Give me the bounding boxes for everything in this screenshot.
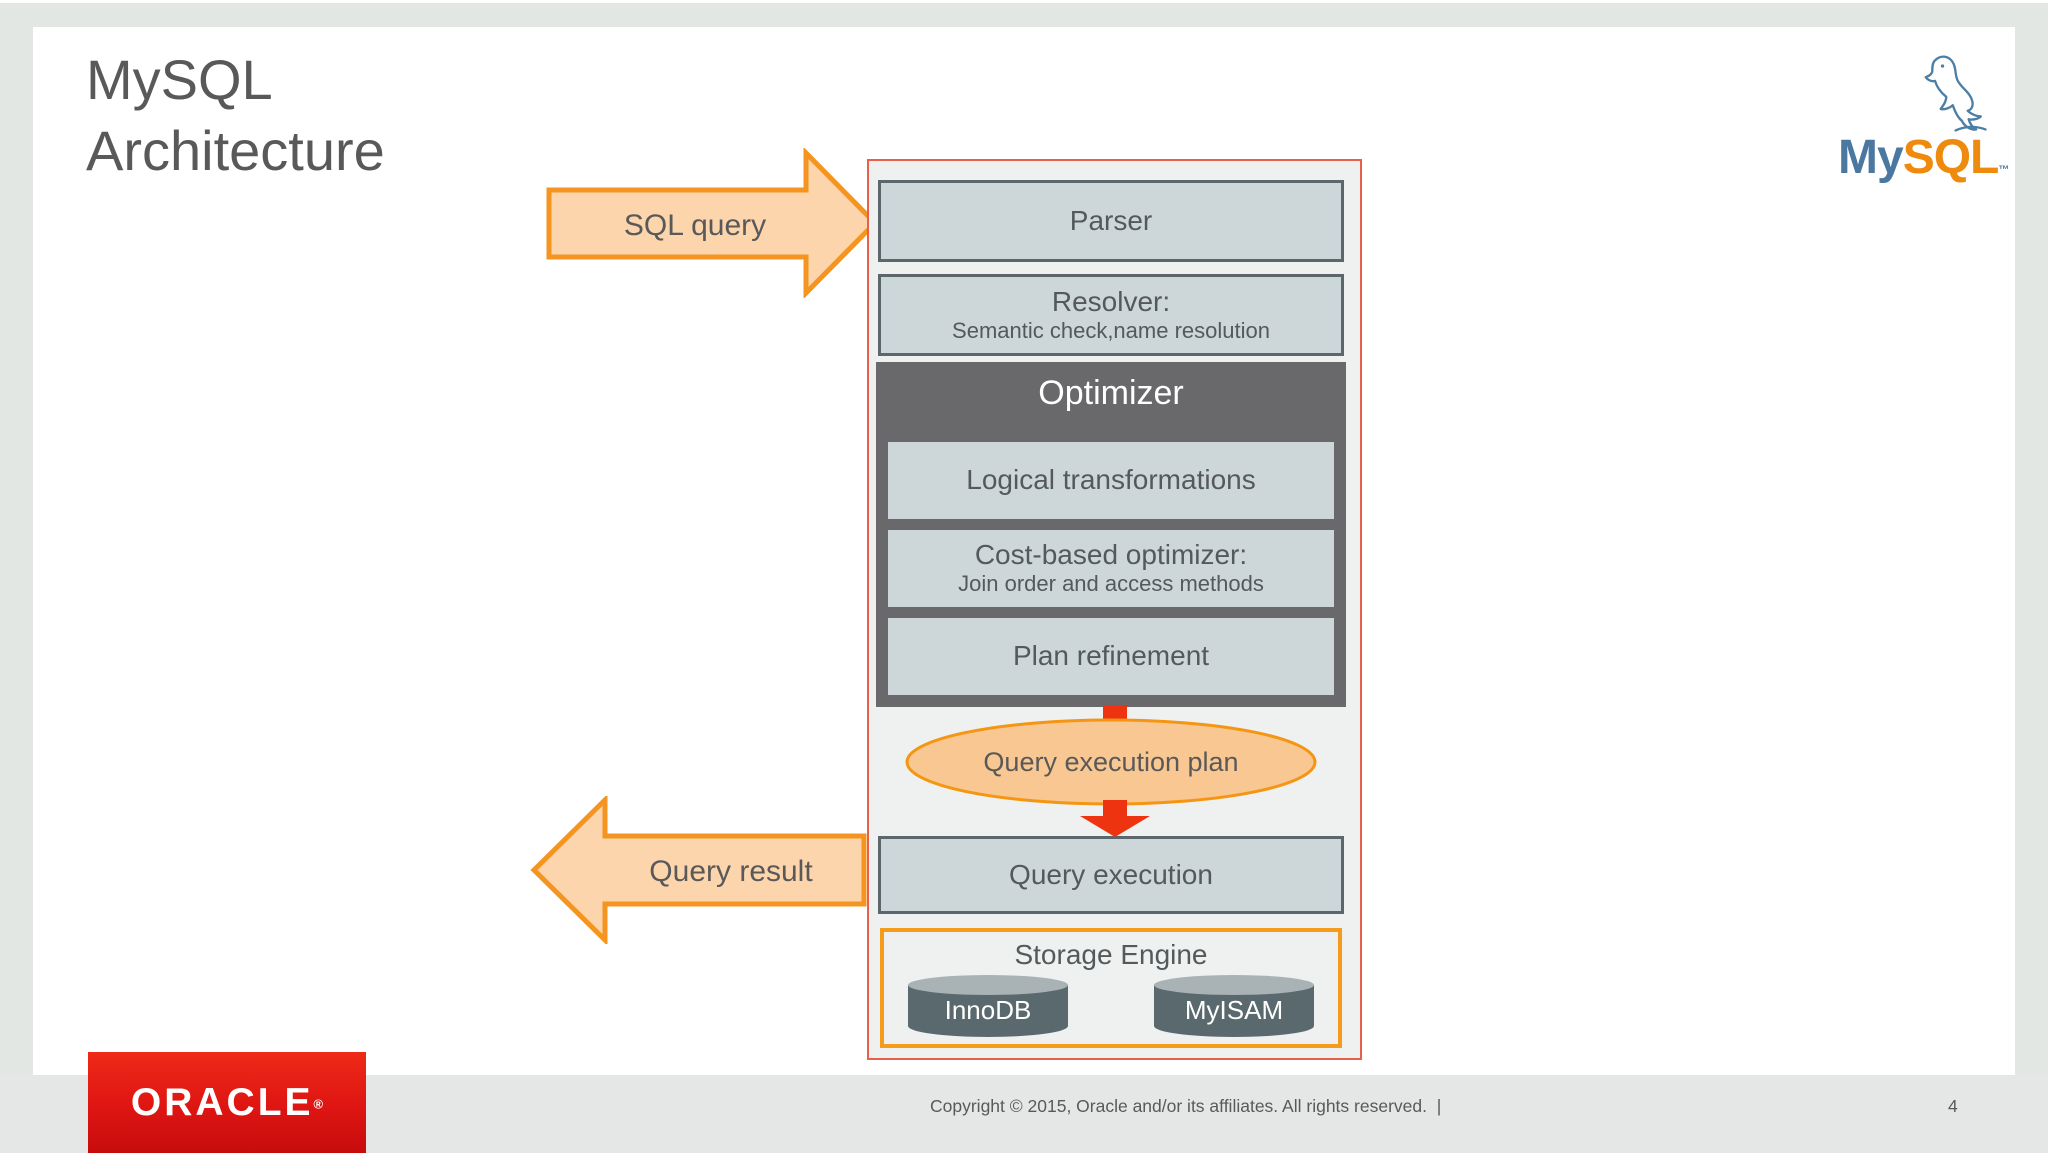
oracle-logo-text: ORACLE — [130, 1080, 314, 1124]
cost-based-optimizer-box: Cost-based optimizer: Join order and acc… — [888, 530, 1334, 607]
innodb-label: InnoDB — [945, 995, 1032, 1025]
plan-refinement-label: Plan refinement — [1012, 640, 1210, 672]
query-execution-plan-ellipse: Query execution plan — [905, 718, 1317, 806]
page-title-line2: Architecture — [86, 119, 385, 183]
query-result-arrow: Query result — [530, 796, 867, 944]
mysql-dolphin-icon — [1924, 55, 1987, 132]
logical-transformations-label: Logical transformations — [966, 464, 1256, 496]
mysql-wordmark: MySQL™ — [1838, 130, 2009, 185]
optimizer-title: Optimizer — [1038, 374, 1184, 412]
query-result-arrow-shape — [530, 796, 867, 944]
query-result-arrow-label: Query result — [649, 855, 813, 888]
myisam-cylinder-icon: MyISAM — [1154, 975, 1314, 1037]
oracle-logo: ORACLE® — [88, 1052, 366, 1153]
resolver-subtitle: Semantic check,name resolution — [952, 317, 1270, 343]
cost-based-optimizer-title: Cost-based optimizer: — [974, 539, 1248, 571]
footer-copyright: Copyright © 2015, Oracle and/or its affi… — [930, 1096, 1442, 1116]
oracle-registered-symbol: ® — [313, 1096, 324, 1112]
optimizer-box: Optimizer Logical transformations Cost-b… — [876, 362, 1346, 707]
parser-box: Parser — [878, 180, 1344, 262]
mysql-wordmark-my: My — [1838, 131, 1904, 184]
mysql-wordmark-sql: SQL — [1902, 131, 2000, 184]
query-execution-box: Query execution — [878, 836, 1344, 914]
storage-engine-title: Storage Engine — [1014, 939, 1208, 970]
mysql-trademark-symbol: ™ — [1998, 164, 2010, 176]
cost-based-optimizer-subtitle: Join order and access methods — [958, 571, 1264, 597]
innodb-cylinder-icon: InnoDB — [908, 975, 1068, 1037]
top-strip — [0, 0, 2048, 3]
sql-query-arrow-shape — [546, 148, 879, 298]
logical-transformations-box: Logical transformations — [888, 442, 1334, 519]
resolver-title: Resolver: — [1051, 285, 1171, 317]
mysql-logo: MySQL™ — [1838, 52, 2018, 184]
plan-refinement-box: Plan refinement — [888, 618, 1334, 695]
sql-query-arrow-label: SQL query — [624, 209, 766, 242]
page-title: MySQL Architecture — [86, 44, 385, 186]
flow-arrow-plan-to-execution — [1080, 800, 1150, 837]
resolver-box: Resolver: Semantic check,name resolution — [878, 274, 1344, 356]
storage-engine-box: Storage Engine InnoDB MyISAM — [880, 928, 1342, 1048]
sql-query-arrow: SQL query — [546, 148, 879, 298]
flow-arrow-shape — [1080, 800, 1150, 837]
query-execution-label: Query execution — [1009, 858, 1213, 890]
myisam-label: MyISAM — [1185, 995, 1283, 1025]
query-execution-plan-label: Query execution plan — [983, 747, 1238, 777]
parser-label: Parser — [1069, 204, 1153, 236]
page-number: 4 — [1948, 1096, 1958, 1116]
page-title-line1: MySQL — [86, 48, 273, 111]
mysql-server-diagram: Parser Resolver: Semantic check,name res… — [867, 159, 1362, 1060]
